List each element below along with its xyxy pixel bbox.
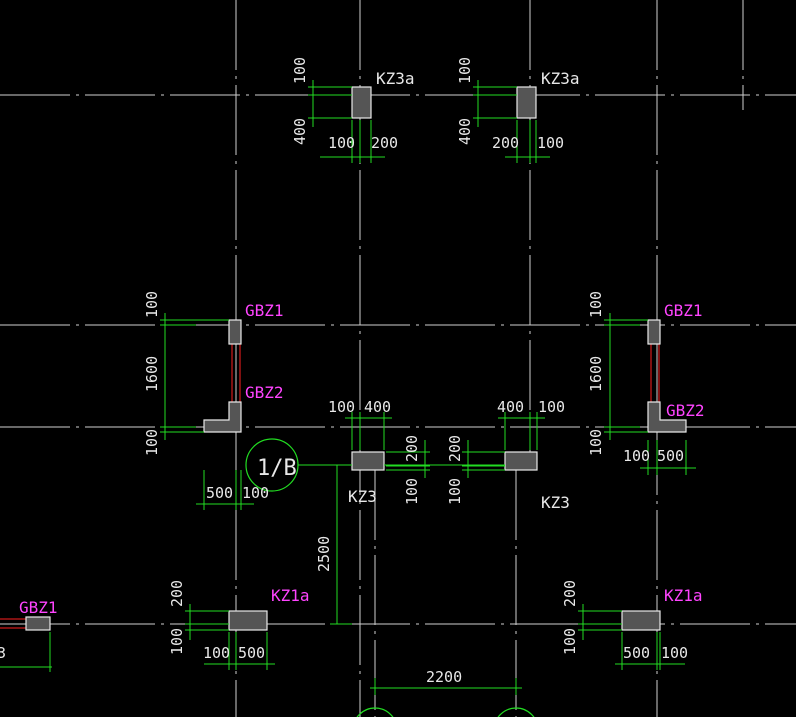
axis-bubble[interactable] bbox=[245, 438, 299, 492]
dim-label: 100 bbox=[661, 644, 688, 662]
dim-label: 200 bbox=[371, 134, 398, 152]
dim-label: 200 bbox=[446, 435, 464, 462]
dim-label: 100 bbox=[456, 57, 474, 84]
dim-label: 1600 bbox=[143, 356, 161, 392]
column-gbz1-right[interactable] bbox=[647, 319, 661, 345]
label-kz3a-left[interactable]: KZ3a bbox=[376, 69, 415, 88]
column-gbz1-far-left[interactable] bbox=[25, 616, 51, 631]
dim-label: 100 bbox=[587, 291, 605, 318]
column-kz3a-right[interactable] bbox=[516, 86, 537, 119]
dim-label: 100 bbox=[143, 291, 161, 318]
axis-bubble-bottom-left bbox=[356, 707, 394, 717]
dim-label: 200 bbox=[403, 435, 421, 462]
dim-label: 100 bbox=[328, 398, 355, 416]
columns bbox=[25, 86, 687, 631]
dim-label: 100 bbox=[446, 478, 464, 505]
dim-label: 100 bbox=[328, 134, 355, 152]
dim-label: 200 bbox=[561, 580, 579, 607]
column-kz1a-left[interactable] bbox=[228, 610, 268, 631]
label-kz3a-right[interactable]: KZ3a bbox=[541, 69, 580, 88]
axis-bubble-label: 1/B bbox=[257, 456, 297, 481]
dim-label: 100 bbox=[587, 429, 605, 456]
dim-label: 400 bbox=[497, 398, 524, 416]
label-gbz2-left[interactable]: GBZ2 bbox=[245, 383, 284, 402]
dim-label: 500 bbox=[657, 447, 684, 465]
label-gbz1-left[interactable]: GBZ1 bbox=[245, 301, 284, 320]
dim-label: 500 bbox=[206, 484, 233, 502]
dim-label: 100 bbox=[203, 644, 230, 662]
axis-bubbles bbox=[245, 438, 535, 717]
column-kz3-right[interactable] bbox=[504, 451, 538, 471]
dim-label: 200 bbox=[168, 580, 186, 607]
label-gbz1-right[interactable]: GBZ1 bbox=[664, 301, 703, 320]
dim-label: 100 bbox=[561, 628, 579, 655]
column-kz3a-left[interactable] bbox=[351, 86, 372, 119]
label-gbz1-far-left[interactable]: GBZ1 bbox=[19, 598, 58, 617]
wall-lines bbox=[0, 344, 660, 629]
label-kz3-right[interactable]: KZ3 bbox=[541, 493, 570, 512]
dim-label: 1600 bbox=[587, 356, 605, 392]
dim-label: 400 bbox=[364, 398, 391, 416]
dim-label: 2500 bbox=[315, 536, 333, 572]
dim-label: 200 bbox=[492, 134, 519, 152]
dim-label: 400 bbox=[291, 118, 309, 145]
dim-label: 100 bbox=[143, 429, 161, 456]
dim-label: 100 bbox=[403, 478, 421, 505]
dim-label: 100 bbox=[623, 447, 650, 465]
dimension-labels: 100 400 100 200 100 400 200 100 100 1600… bbox=[0, 57, 688, 686]
label-gbz2-right[interactable]: GBZ2 bbox=[666, 401, 705, 420]
dim-label: 100 bbox=[291, 57, 309, 84]
label-kz1a-right[interactable]: KZ1a bbox=[664, 586, 703, 605]
column-gbz2-left[interactable] bbox=[203, 401, 242, 433]
dim-label: 500 bbox=[238, 644, 265, 662]
dim-label: 100 bbox=[242, 484, 269, 502]
axis-bubble-bottom-right bbox=[497, 707, 535, 717]
dim-label: 100 bbox=[168, 628, 186, 655]
dim-label: 2200 bbox=[426, 668, 462, 686]
dim-label: 100 bbox=[537, 134, 564, 152]
dim-label: 500 bbox=[623, 644, 650, 662]
dim-label: 3 bbox=[0, 644, 6, 662]
dimension-lines bbox=[0, 80, 696, 695]
column-kz3-left[interactable] bbox=[351, 451, 385, 471]
dim-label: 400 bbox=[456, 118, 474, 145]
component-labels: KZ3a KZ3a GBZ1 GBZ1 GBZ2 GBZ2 KZ3 KZ3 KZ… bbox=[19, 69, 705, 617]
label-kz1a-left[interactable]: KZ1a bbox=[271, 586, 310, 605]
dim-label: 100 bbox=[538, 398, 565, 416]
column-gbz1-left[interactable] bbox=[228, 319, 242, 345]
label-kz3-left[interactable]: KZ3 bbox=[348, 487, 377, 506]
column-kz1a-right[interactable] bbox=[621, 610, 661, 631]
